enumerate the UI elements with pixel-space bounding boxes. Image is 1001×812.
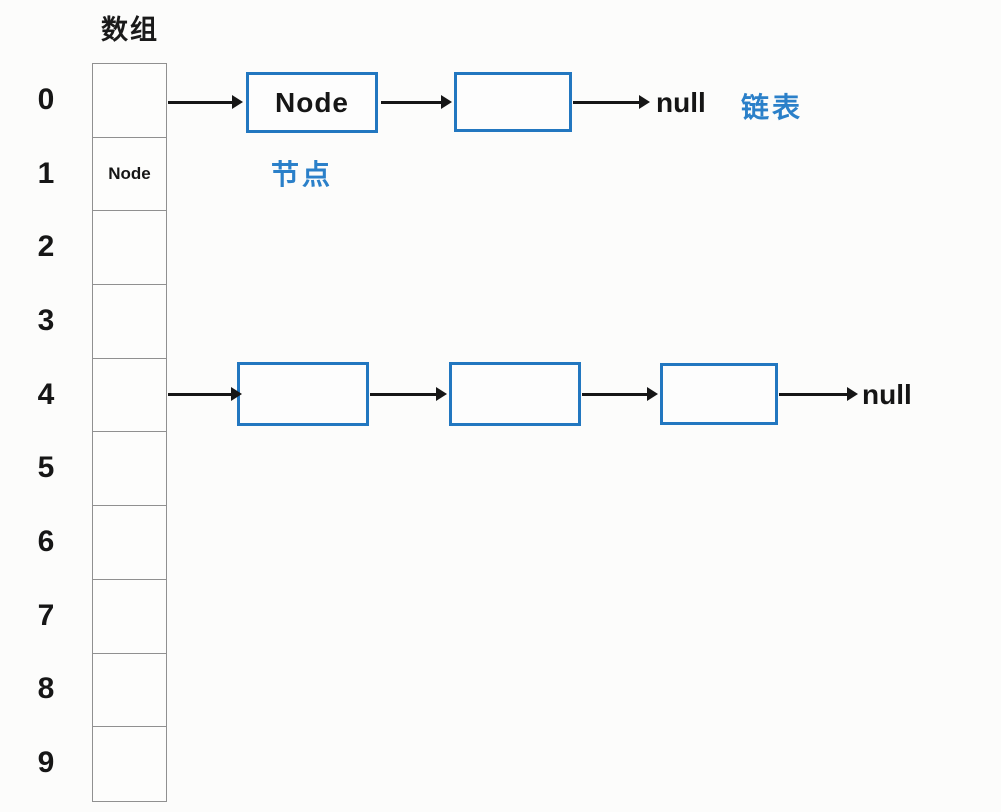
linkedlist-node — [449, 362, 581, 426]
array-cell-9 — [93, 727, 166, 801]
array-index-label: 3 — [37, 303, 55, 337]
array-cell-4 — [93, 359, 166, 433]
array-title: 数组 — [101, 15, 159, 45]
linkedlist-node — [660, 363, 778, 425]
array-cell-1: Node — [93, 138, 166, 212]
array-index-label: 4 — [37, 377, 55, 411]
linkedlist-node — [454, 72, 572, 132]
array-cells: Node — [92, 63, 167, 802]
array-cell-8 — [93, 654, 166, 728]
array-index-label: 1 — [37, 156, 55, 190]
array-cell-6 — [93, 506, 166, 580]
array-cell-7 — [93, 580, 166, 654]
array-index-label: 6 — [37, 524, 55, 558]
array-cell-2 — [93, 211, 166, 286]
arrow-node2-to-node3 — [582, 387, 658, 401]
node-annotation: 节点 — [271, 159, 334, 190]
array-index-label: 8 — [37, 672, 55, 706]
null-terminator: null — [862, 379, 912, 410]
null-terminator: null — [656, 87, 706, 118]
arrow-node1-to-node2 — [370, 387, 447, 401]
array-index-label: 7 — [37, 598, 55, 632]
array-cell-3 — [93, 285, 166, 359]
array-cell-0 — [93, 64, 166, 138]
array-index-label: 0 — [37, 82, 55, 116]
array-index-label: 9 — [37, 746, 55, 780]
array-index-column: 0 1 2 3 4 5 6 7 8 9 — [0, 63, 92, 800]
arrow-node3-to-null — [779, 387, 858, 401]
array-cell-5 — [93, 432, 166, 507]
linkedlist-node: Node — [246, 72, 378, 133]
linkedlist-annotation: 链表 — [741, 92, 804, 123]
array-index-label: 5 — [37, 451, 55, 485]
array-index-label: 2 — [37, 230, 55, 264]
arrow-node2-to-null — [573, 95, 650, 109]
arrow-index0-to-node1 — [168, 95, 243, 109]
linkedlist-node — [237, 362, 369, 426]
arrow-index4-to-node1 — [168, 387, 242, 401]
arrow-node1-to-node2 — [381, 95, 452, 109]
